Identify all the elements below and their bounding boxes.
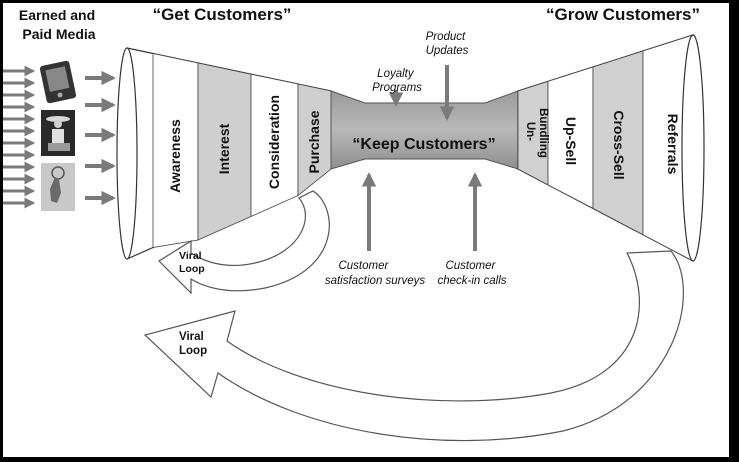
large-viral-loop-arrow (143, 250, 684, 442)
stage-purchase: Purchase (306, 110, 322, 173)
cowboy-photo-icon (41, 110, 75, 156)
diagram-canvas: Earned and Paid Media “Get Customers” “G… (3, 3, 729, 457)
grow-customers-header: “Grow Customers” (546, 5, 700, 24)
growth-funnel (517, 34, 705, 262)
media-input-arrows (3, 65, 36, 209)
acquisition-funnel (116, 47, 332, 260)
input-arrows (361, 65, 483, 251)
stage-referrals: Referrals (665, 114, 681, 175)
stage-awareness: Awareness (167, 119, 183, 193)
satisfaction-surveys-label: Customer satisfaction surveys (325, 260, 426, 287)
media-to-funnel-arrows (85, 70, 116, 206)
check-in-calls-label: Customer check-in calls (437, 260, 506, 287)
viral-loop-large-label: Viral Loop (179, 331, 207, 357)
get-customers-header: “Get Customers” (153, 5, 292, 24)
loyalty-programs-label: Loyalty Programs (372, 68, 422, 94)
product-updates-label: Product Updates (426, 31, 469, 57)
viral-loop-small-label: Viral Loop (179, 250, 205, 275)
stage-consideration: Consideration (266, 95, 282, 189)
keep-customers-neck (330, 90, 519, 170)
mobile-device-icon (39, 60, 77, 104)
funnel-diagram: Earned and Paid Media “Get Customers” “G… (3, 5, 705, 442)
keep-customers-label: “Keep Customers” (352, 136, 495, 153)
stage-up-sell: Up-Sell (563, 117, 579, 165)
stage-cross-sell: Cross-Sell (611, 110, 627, 179)
earned-paid-media-label: Earned and Paid Media (19, 7, 99, 42)
hand-click-icon (41, 163, 75, 211)
stage-unbundling: Un- Bundling (524, 108, 549, 158)
stage-interest: Interest (216, 123, 232, 174)
small-viral-loop-arrow (158, 190, 330, 295)
